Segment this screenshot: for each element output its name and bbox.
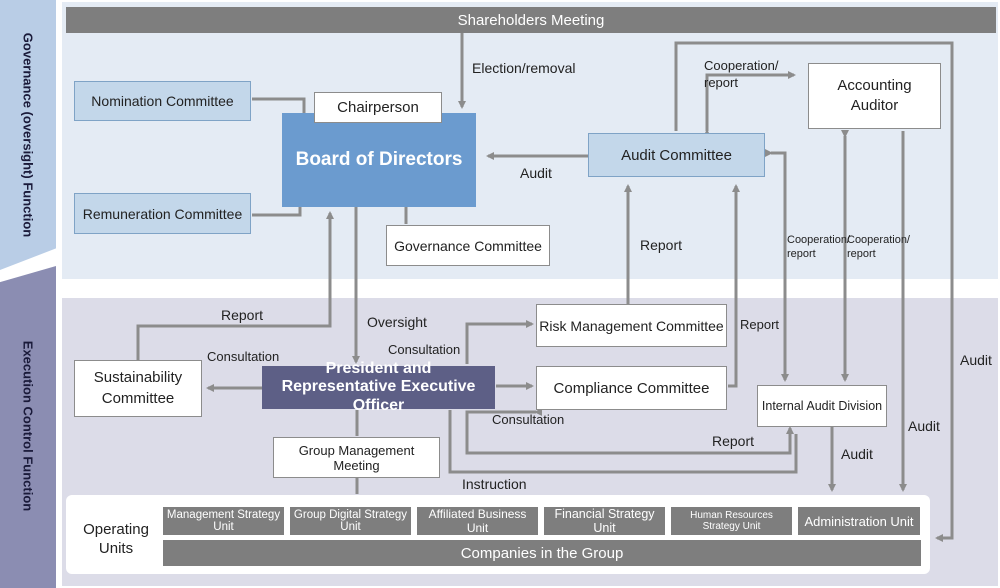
president-label: President and Representative Executive O… <box>281 359 476 414</box>
group-management-meeting-label: Group Management Meeting <box>298 442 415 473</box>
compliance-committee-box: Compliance Committee <box>536 366 727 410</box>
edge-nomination <box>252 97 306 114</box>
label-audit-outer: Audit <box>960 352 992 368</box>
audit-committee-label: Audit Committee <box>621 146 732 164</box>
internal-audit-division-box: Internal Audit Division <box>757 385 887 427</box>
edge-compliance-audit <box>728 184 740 388</box>
compliance-committee-label: Compliance Committee <box>553 379 710 397</box>
edge-coop-audit <box>703 71 796 137</box>
governance-committee-box: Governance Committee <box>386 225 550 266</box>
edge-remuneration <box>252 207 302 217</box>
nomination-committee-label: Nomination Committee <box>91 93 234 109</box>
board-of-directors-box: Board of Directors <box>282 113 476 207</box>
label-report-board: Report <box>221 307 264 323</box>
label-consultation-sustainability: Consultation <box>207 349 280 364</box>
label-report-compliance: Report <box>740 317 780 332</box>
remuneration-committee-label: Remuneration Committee <box>82 205 243 222</box>
label-report-internal: Report <box>712 433 755 449</box>
unit-label: Group Digital Strategy Unit <box>293 509 408 533</box>
accounting-auditor-label: Accounting Auditor <box>837 76 912 114</box>
chairperson-box: Chairperson <box>314 92 442 123</box>
chairperson-label: Chairperson <box>337 99 419 116</box>
unit-label: Human Resources Strategy Unit <box>690 510 773 532</box>
unit-management-strategy: Management Strategy Unit <box>163 507 284 535</box>
accounting-auditor-box: Accounting Auditor <box>808 63 941 129</box>
label-coop-report-right: Cooperation/ report <box>847 234 910 261</box>
execution-side-tab: Execution Control Function <box>0 266 56 588</box>
governance-committee-label: Governance Committee <box>394 237 542 254</box>
companies-in-the-group-label: Companies in the Group <box>460 544 624 562</box>
label-election-removal: Election/removal <box>472 60 576 76</box>
unit-human-resources-strategy: Human Resources Strategy Unit <box>671 507 792 535</box>
audit-committee-box: Audit Committee <box>588 133 765 177</box>
label-consultation-risk: Consultation <box>388 342 461 357</box>
edge-consult-risk <box>465 320 534 364</box>
risk-management-committee-box: Risk Management Committee <box>536 304 727 347</box>
unit-label: Administration Unit <box>804 513 914 529</box>
label-audit-board: Audit <box>520 165 552 181</box>
group-management-meeting-box: Group Management Meeting <box>273 437 440 478</box>
edge-report-board <box>136 211 334 360</box>
companies-in-the-group-bar: Companies in the Group <box>163 540 921 566</box>
edge-audit-outer <box>674 41 954 542</box>
label-audit-admin: Audit <box>908 418 940 434</box>
unit-group-digital-strategy: Group Digital Strategy Unit <box>290 507 411 535</box>
internal-audit-division-label: Internal Audit Division <box>761 399 883 413</box>
edge-consult-back <box>465 408 794 455</box>
unit-financial-strategy: Financial Strategy Unit <box>544 507 665 535</box>
remuneration-committee-box: Remuneration Committee <box>74 193 251 234</box>
edge-coop-internal-left <box>765 149 789 382</box>
operating-units-label: Operating Units <box>83 520 149 558</box>
unit-affiliated-business: Affiliated Business Unit <box>417 507 538 535</box>
risk-management-committee-label: Risk Management Committee <box>539 317 724 334</box>
label-consultation-compliance: Consultation <box>492 412 565 427</box>
sustainability-committee-label: Sustainability Committee <box>93 369 183 407</box>
edge-instruction <box>448 410 798 474</box>
label-cooperation-report-top: Cooperation/ report <box>704 58 779 90</box>
president-box: President and Representative Executive O… <box>262 360 495 414</box>
unit-label: Financial Strategy Unit <box>554 507 655 535</box>
governance-side-tab: Governance (oversight) Function <box>0 0 56 270</box>
label-coop-report-left: Cooperation/ report <box>787 234 850 261</box>
sustainability-committee-box: Sustainability Committee <box>74 360 202 417</box>
shareholders-meeting-label: Shareholders Meeting <box>457 11 605 29</box>
label-report-audit-committee: Report <box>640 237 683 253</box>
label-instruction: Instruction <box>462 476 527 492</box>
label-audit-internal: Audit <box>841 446 873 462</box>
nomination-committee-box: Nomination Committee <box>74 81 251 121</box>
board-of-directors-label: Board of Directors <box>295 149 463 170</box>
operating-units-title: Operating Units <box>74 519 158 559</box>
unit-label: Management Strategy Unit <box>166 509 281 533</box>
shareholders-meeting-bar: Shareholders Meeting <box>66 7 996 33</box>
unit-administration: Administration Unit <box>798 507 920 535</box>
unit-label: Affiliated Business Unit <box>428 507 527 535</box>
label-oversight: Oversight <box>367 314 427 330</box>
